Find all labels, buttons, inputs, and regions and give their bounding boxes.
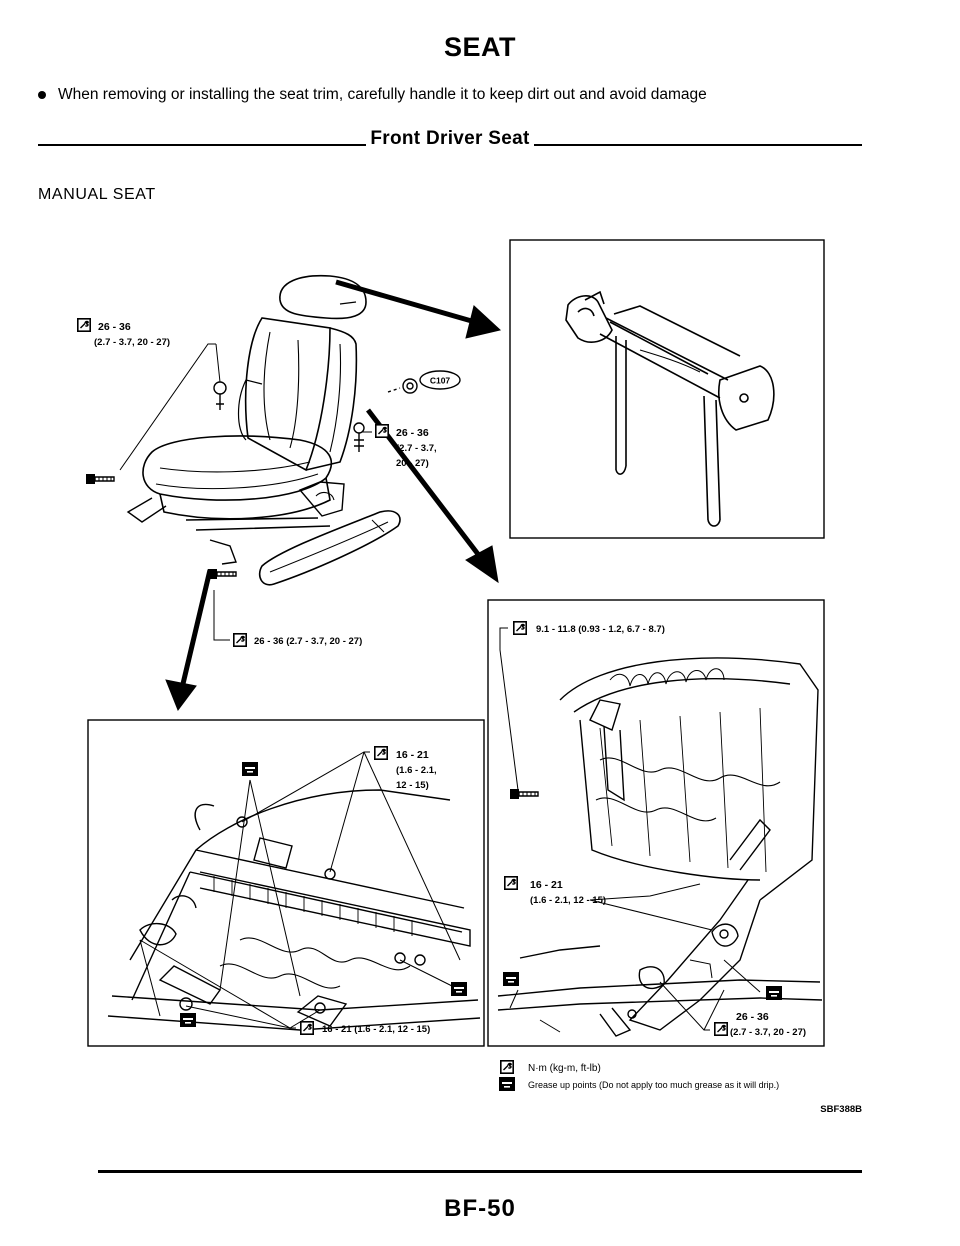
torque-converted-rail-top-b: 12 - 15)	[396, 780, 429, 791]
torque-wrench-icon	[374, 746, 388, 760]
legend-grease-points: Grease up points (Do not apply too much …	[528, 1080, 779, 1090]
torque-converted-rail-top-a: (1.6 - 2.1,	[396, 765, 437, 776]
recliner-leader-lines	[499, 627, 761, 1031]
torque-wrench-icon	[714, 1022, 728, 1036]
seat-leader-lines	[119, 343, 372, 641]
footer-rule	[98, 1170, 862, 1173]
seat-rail-panel: 16 - 21 (1.6 - 2.1, 12 - 15) 16 - 21 (1.…	[87, 719, 485, 1047]
seat-rail-panel-frame	[87, 719, 485, 1047]
section-heading: Front Driver Seat	[38, 128, 863, 150]
seat-rail-illustration	[107, 789, 481, 1031]
grease-point-icon	[499, 1077, 515, 1091]
torque-value-recliner-top: 9.1 - 11.8 (0.93 - 1.2, 6.7 - 8.7)	[536, 624, 665, 635]
grease-point-icon	[503, 972, 519, 986]
headrest-panel	[509, 239, 825, 539]
rail-top-leader-lines	[219, 751, 461, 997]
torque-wrench-icon	[504, 876, 518, 890]
torque-value-seat-top-left: 26 - 36	[98, 321, 131, 333]
torque-value-recliner-middle: 16 - 21	[530, 879, 563, 891]
legend-torque-units: N·m (kg-m, ft-lb)	[528, 1063, 601, 1074]
section-title: Front Driver Seat	[370, 128, 530, 149]
torque-callout-seat-center-right: 26 - 36 (2.7 - 3.7, 20 - 27)	[375, 424, 437, 469]
recliner-panel: 9.1 - 11.8 (0.93 - 1.2, 6.7 - 8.7) 16 - …	[487, 599, 825, 1047]
bolt-icon	[208, 568, 237, 580]
bolt-icon	[213, 381, 227, 410]
grease-point-icon	[242, 762, 258, 776]
headrest-panel-frame	[509, 239, 825, 539]
torque-value-rail-bottom: 16 - 21 (1.6 - 2.1, 12 - 15)	[322, 1024, 430, 1035]
torque-callout-recliner-top: 9.1 - 11.8 (0.93 - 1.2, 6.7 - 8.7)	[513, 621, 665, 635]
torque-wrench-icon	[500, 1060, 514, 1074]
torque-wrench-icon	[375, 424, 389, 438]
bolt-icon	[510, 788, 539, 800]
torque-converted-seat-top-left: (2.7 - 3.7, 20 - 27)	[94, 337, 170, 348]
clip-icon	[387, 378, 418, 394]
handling-note-text: When removing or installing the seat tri…	[58, 86, 707, 103]
bolt-icon	[86, 473, 115, 485]
page-title: SEAT	[443, 32, 516, 62]
connector-c107-badge: C107	[419, 370, 461, 390]
grease-point-icon	[451, 982, 467, 996]
torque-callout-recliner-middle: 16 - 21 (1.6 - 2.1, 12 - 15)	[504, 876, 606, 906]
section-rule-left	[38, 144, 367, 146]
recliner-illustration	[497, 657, 823, 1037]
torque-value-recliner-bottom: 26 - 36	[736, 1011, 769, 1023]
connector-c107-label: C107	[430, 376, 451, 386]
torque-converted-seat-center-right-a: (2.7 - 3.7,	[396, 443, 437, 454]
torque-value-rail-top: 16 - 21	[396, 749, 429, 761]
subsection-title: MANUAL SEAT	[38, 186, 156, 203]
figure-code: SBF388B	[820, 1104, 862, 1115]
seat-illustration	[126, 274, 401, 586]
bolt-icon	[353, 422, 365, 452]
torque-converted-recliner-middle: (1.6 - 2.1, 12 - 15)	[530, 895, 606, 906]
page-number: BF-50	[444, 1195, 516, 1222]
torque-wrench-icon	[513, 621, 527, 635]
torque-converted-seat-center-right-b: 20 - 27)	[396, 458, 429, 469]
section-rule-right	[533, 144, 863, 146]
headrest-illustration	[565, 290, 775, 527]
torque-callout-rail-bottom: 16 - 21 (1.6 - 2.1, 12 - 15)	[300, 1021, 430, 1035]
torque-callout-seat-bottom: 26 - 36 (2.7 - 3.7, 20 - 27)	[233, 633, 362, 647]
torque-callout-rail-top: 16 - 21 (1.6 - 2.1, 12 - 15)	[374, 746, 437, 791]
torque-wrench-icon	[300, 1021, 314, 1035]
recliner-panel-frame	[487, 599, 825, 1047]
torque-callout-recliner-bottom: 26 - 36 (2.7 - 3.7, 20 - 27)	[714, 1011, 806, 1038]
torque-wrench-icon	[77, 318, 91, 332]
grease-point-icon	[180, 1013, 196, 1027]
grease-point-icon	[766, 986, 782, 1000]
torque-value-seat-bottom: 26 - 36 (2.7 - 3.7, 20 - 27)	[254, 636, 362, 647]
diagram-legend: N·m (kg-m, ft-lb) Grease up points (Do n…	[499, 1060, 779, 1091]
torque-wrench-icon	[233, 633, 247, 647]
rail-bottom-leader-lines	[139, 939, 461, 1029]
bullet-icon	[38, 91, 46, 99]
torque-value-seat-center-right: 26 - 36	[396, 427, 429, 439]
torque-callout-seat-top-left: 26 - 36 (2.7 - 3.7, 20 - 27)	[77, 318, 170, 348]
torque-converted-recliner-bottom: (2.7 - 3.7, 20 - 27)	[730, 1027, 806, 1038]
handling-note: When removing or installing the seat tri…	[38, 86, 707, 104]
